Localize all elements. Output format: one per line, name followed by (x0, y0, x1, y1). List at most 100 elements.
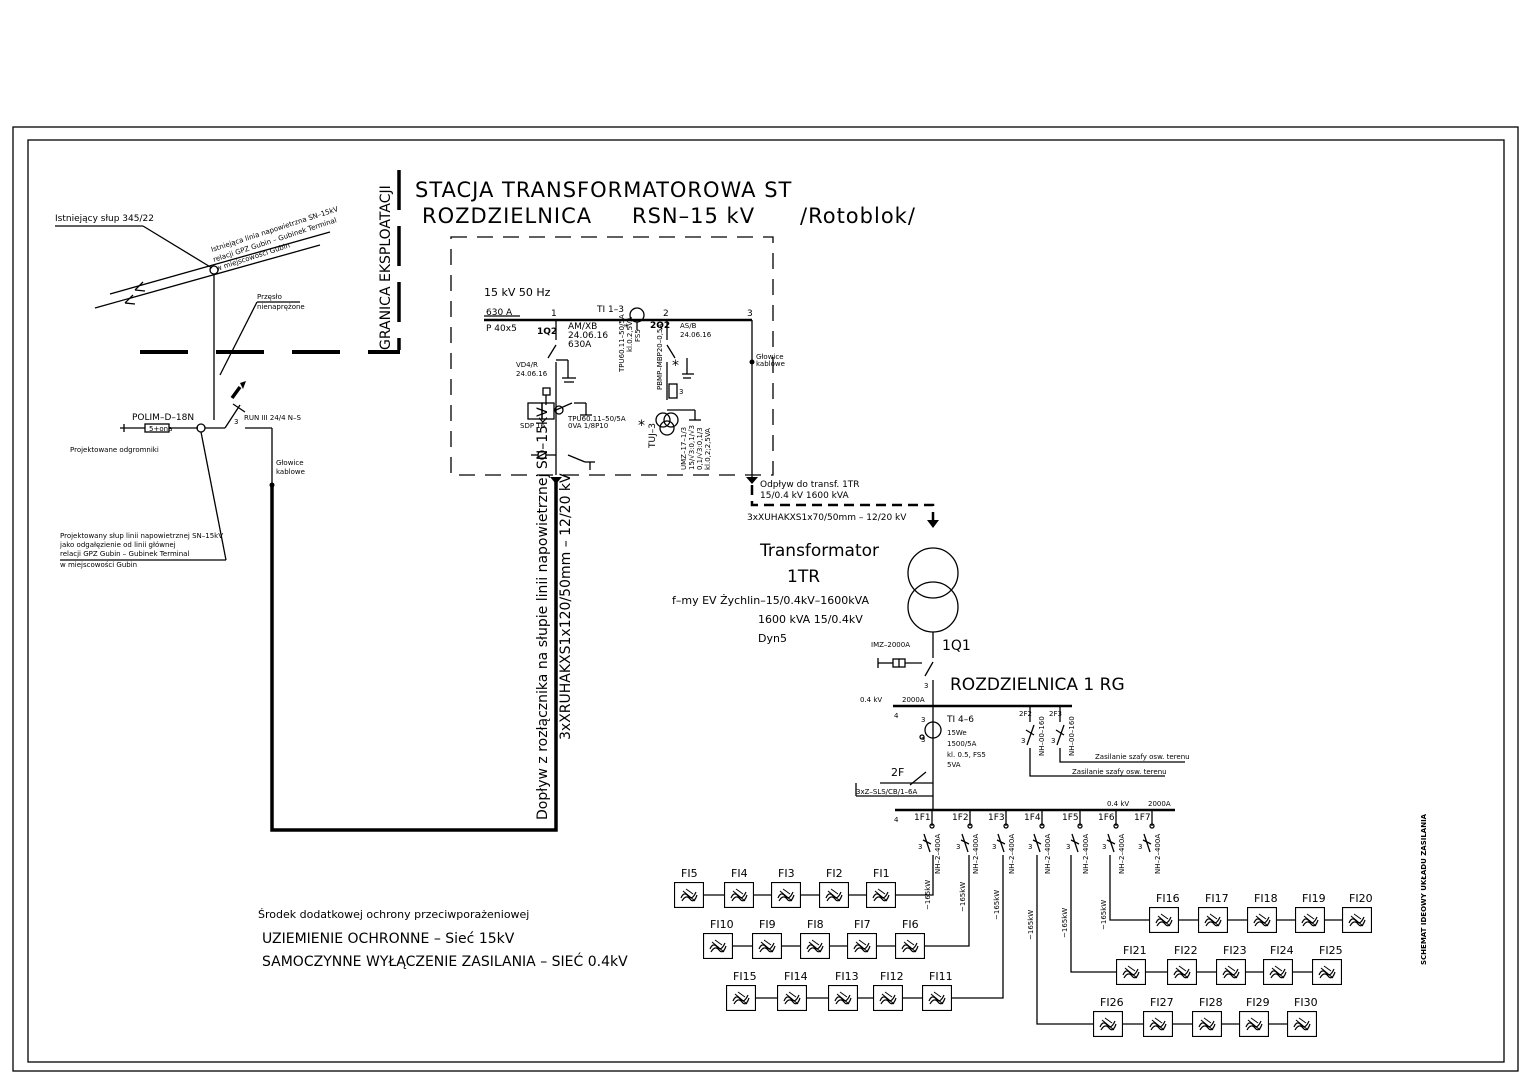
feeder-label-1F1: 1F1 (914, 813, 931, 823)
load-label-FI18: FI18 (1254, 892, 1278, 905)
inner-frame (27, 139, 1505, 1063)
load-power-row1: ~165kW (924, 880, 932, 910)
feeder-label-1F6: 1F6 (1098, 813, 1115, 823)
svg-text:5+ona: 5+ona (149, 425, 172, 433)
svg-text:2000A: 2000A (1148, 800, 1171, 808)
svg-text:Projektowane odgromniki: Projektowane odgromniki (70, 446, 159, 454)
svg-text:3: 3 (679, 388, 683, 396)
svg-text:TUJ–3: TUJ–3 (648, 423, 658, 449)
load-riser-row6 (1036, 855, 1093, 1025)
load-label-FI8: FI8 (807, 918, 824, 931)
transformer-1tr: Transformator 1TR f–my EV Żychlin–15/0.4… (672, 541, 971, 706)
load-label-FI9: FI9 (759, 918, 776, 931)
load-box-FI3 (771, 882, 801, 908)
load-box-FI5 (674, 882, 704, 908)
feeder-label-1F3: 1F3 (988, 813, 1005, 823)
load-label-FI22: FI22 (1174, 944, 1198, 957)
load-box-FI2 (819, 882, 849, 908)
svg-text:Głowice: Głowice (756, 353, 784, 361)
svg-text:Przęsło: Przęsło (257, 293, 282, 301)
svg-text:kablowe: kablowe (756, 360, 785, 368)
svg-text:2000A: 2000A (902, 696, 925, 704)
title-line2b: RSN–15 kV (632, 204, 755, 228)
feeder-pole-num: 3 (1028, 843, 1032, 851)
svg-text:AM/XB: AM/XB (568, 322, 597, 332)
svg-text:3: 3 (234, 418, 238, 426)
feeder-node (929, 823, 935, 829)
svg-text:NH–00–160: NH–00–160 (1068, 716, 1076, 756)
load-power-row6: ~165kW (1027, 910, 1035, 940)
feeder-switch-mark (1142, 839, 1152, 845)
svg-text:NH–00–160: NH–00–160 (1038, 716, 1046, 756)
load-box-FI26 (1093, 1011, 1123, 1037)
load-label-FI5: FI5 (681, 867, 698, 880)
load-box-FI8 (800, 933, 830, 959)
protection-line1: UZIEMIENIE OCHRONNE – Sieć 15kV (262, 931, 515, 947)
overhead-lines: Istniejący słup 345/22 Istniejąca linia … (55, 205, 339, 420)
load-power-row3: ~165kW (993, 890, 1001, 920)
load-box-FI11 (922, 985, 952, 1011)
load-label-FI29: FI29 (1246, 996, 1270, 1009)
svg-text:Istniejący słup 345/22: Istniejący słup 345/22 (55, 214, 154, 224)
feeder-label-1F5: 1F5 (1062, 813, 1079, 823)
svg-text:*: * (624, 323, 629, 333)
load-label-FI28: FI28 (1199, 996, 1223, 1009)
incoming-cable (270, 477, 558, 832)
feeder-node (1077, 823, 1083, 829)
feeder-fuse-1F7: NH–2–400A (1154, 834, 1162, 874)
svg-text:3: 3 (921, 736, 925, 744)
rsn-enclosure (450, 236, 774, 476)
svg-text:24.06.16: 24.06.16 (568, 331, 608, 341)
svg-text:2Q2: 2Q2 (650, 321, 670, 331)
svg-text:f–my EV Żychlin–15/0.4kV–1600k: f–my EV Żychlin–15/0.4kV–1600kVA (672, 594, 869, 607)
title-line1: STACJA TRANSFORMATOROWA ST (415, 178, 792, 202)
svg-text:24.06.16: 24.06.16 (680, 331, 712, 339)
load-box-FI6 (895, 933, 925, 959)
load-box-FI4 (724, 882, 754, 908)
protection-line2: SAMOCZYNNE WYŁĄCZENIE ZASILANIA – SIEĆ 0… (262, 952, 628, 970)
feeder-fuse-1F3: NH–2–400A (1008, 834, 1016, 874)
feeder-node (1113, 823, 1119, 829)
load-box-FI27 (1143, 1011, 1173, 1037)
svg-text:kablowe: kablowe (276, 468, 305, 476)
load-box-FI19 (1295, 907, 1325, 933)
svg-text:TPU60.11–50/5A: TPU60.11–50/5A (567, 415, 626, 423)
load-box-FI7 (847, 933, 877, 959)
feeder-label-1F7: 1F7 (1134, 813, 1151, 823)
svg-text:VD4/R: VD4/R (516, 361, 538, 369)
svg-text:TI 4–6: TI 4–6 (946, 715, 974, 725)
load-label-FI30: FI30 (1294, 996, 1318, 1009)
svg-text:3: 3 (747, 309, 753, 319)
feeder-switch-mark (922, 839, 932, 845)
load-label-FI24: FI24 (1270, 944, 1294, 957)
feeder-switch-mark (1070, 839, 1080, 845)
load-label-FI14: FI14 (784, 970, 808, 983)
svg-text:4: 4 (894, 816, 899, 824)
feeder-pole-num: 3 (918, 843, 922, 851)
load-box-FI30 (1287, 1011, 1317, 1037)
load-box-FI1 (866, 882, 896, 908)
svg-text:Transformator: Transformator (759, 541, 879, 561)
svg-text:0,1/√3:0,1/3: 0,1/√3:0,1/3 (696, 427, 704, 470)
load-riser-row3 (952, 855, 1004, 999)
load-label-FI6: FI6 (902, 918, 919, 931)
svg-text:4: 4 (894, 712, 899, 720)
side-title: SCHEMAT IDEOWY UKŁADU ZASILANIA (1420, 813, 1428, 965)
svg-text:630 A: 630 A (486, 308, 513, 318)
svg-text:3: 3 (1021, 737, 1025, 745)
pole-equipment: POLIM–D–18N 5+ona Projektowane odgromnik… (59, 381, 305, 569)
feeder-fuse-1F6: NH–2–400A (1118, 834, 1126, 874)
feeder-pole-num: 3 (956, 843, 960, 851)
feeder-fuse-1F2: NH–2–400A (972, 834, 980, 874)
rg-switchgear: ROZDZIELNICA 1 RG 0.4 kV 2000A 4 TI 4–6 … (855, 675, 1190, 824)
outer-frame (12, 126, 1519, 1072)
load-box-FI15 (726, 985, 756, 1011)
title-line2c: /Rotoblok/ (800, 204, 916, 228)
svg-text:3: 3 (1051, 737, 1055, 745)
feeder-label-1F2: 1F2 (952, 813, 969, 823)
feeder-switch (1107, 833, 1115, 853)
load-box-FI23 (1216, 959, 1246, 985)
svg-text:Zasilanie szafy osw. terenu: Zasilanie szafy osw. terenu (1072, 768, 1167, 776)
